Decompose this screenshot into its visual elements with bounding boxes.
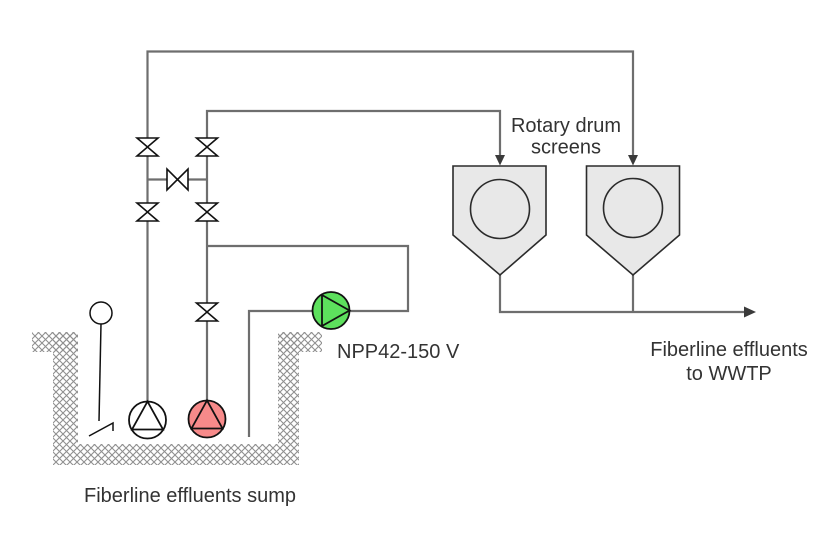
gate-valve-icon-line2-lower <box>194 202 220 222</box>
flow-direction-arrow-icon <box>495 155 505 166</box>
screens-title-line2: screens <box>531 137 601 159</box>
float-level-switch-icon <box>88 301 114 437</box>
flow-direction-arrow-icon <box>628 155 638 166</box>
float-switch-stem <box>98 323 102 422</box>
gate-valve-icon-line1-upper <box>134 137 161 157</box>
pump-model-label: NPP42-150 V <box>337 341 460 363</box>
drum-screen-2-drum-icon <box>602 177 664 239</box>
drum-screen-1-body <box>452 165 547 277</box>
centrifugal-pump-icon-npp42 <box>311 291 352 330</box>
screens-title-line1: Rotary drum <box>511 115 621 137</box>
pipe-pump1-to-screen2 <box>146 50 635 402</box>
gate-valve-icon-line2-upper <box>194 137 220 157</box>
float-switch-lever <box>88 421 114 437</box>
float-switch-bulb <box>89 301 113 325</box>
outflow-label-line1: Fiberline effluents <box>650 339 808 361</box>
pipe-network <box>146 50 744 437</box>
drum-screen-1-drum-icon <box>469 178 531 240</box>
valves <box>134 137 220 322</box>
sump-floor <box>53 444 299 465</box>
pump-impeller-triangle <box>130 399 165 431</box>
gate-valve-icon-line1-lower <box>134 202 161 222</box>
outflow-label-line2: to WWTP <box>686 363 772 385</box>
centrifugal-pump-icon-sump-2 <box>187 398 227 439</box>
flow-arrows <box>495 155 756 318</box>
pump-impeller-triangle <box>189 398 225 430</box>
sump-right-wall <box>278 332 299 444</box>
centrifugal-pump-icon-sump-1 <box>128 399 167 440</box>
gate-valve-icon-line2-suction <box>194 302 220 322</box>
pipe-npp42-loop <box>207 244 410 437</box>
sump-caption: Fiberline effluents sump <box>84 485 296 507</box>
pumps <box>128 291 352 440</box>
drum-screen-2-body <box>585 165 681 277</box>
pipe-screen1-outlet <box>498 275 744 314</box>
rotary-drum-screens <box>452 165 681 277</box>
sump-left-wall <box>53 332 78 444</box>
sump-right-cap <box>278 332 322 352</box>
diagram-labels: Rotary drum screens NPP42-150 V Fiberlin… <box>84 115 808 507</box>
flow-direction-arrow-icon <box>744 306 756 318</box>
pipe-pump2-to-screen1 <box>205 109 502 401</box>
pump-impeller-triangle <box>321 293 352 328</box>
gate-valve-icon-crossover <box>166 167 189 192</box>
sump-structure <box>32 332 322 465</box>
